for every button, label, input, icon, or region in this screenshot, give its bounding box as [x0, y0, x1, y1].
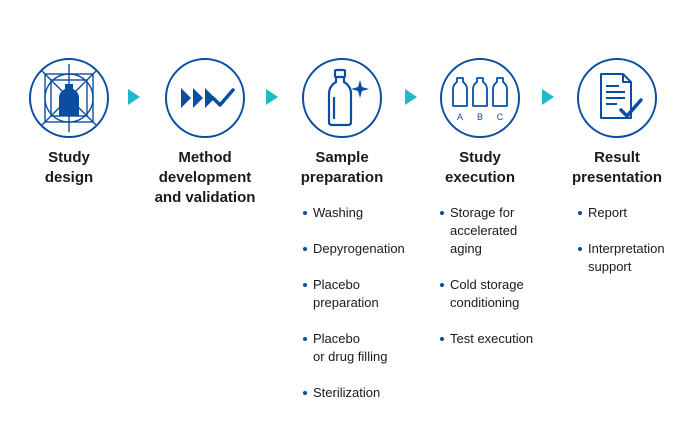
sparkling-bottle-icon — [302, 58, 382, 138]
list-item: Test execution — [439, 330, 533, 348]
flow-arrow — [128, 89, 140, 105]
list-item: Report — [577, 204, 665, 222]
bottle-blueprint-icon — [29, 58, 109, 138]
svg-text:A: A — [457, 112, 463, 122]
svg-text:B: B — [477, 112, 483, 122]
three-bottles-abc-icon: A B C — [440, 58, 520, 138]
list-item: Depyrogenation — [302, 240, 405, 258]
list-item: Sterilization — [302, 384, 405, 402]
fast-forward-check-icon — [165, 58, 245, 138]
svg-text:C: C — [497, 112, 504, 122]
flow-arrow — [266, 89, 278, 105]
list-item: Washing — [302, 204, 405, 222]
flow-arrow — [405, 89, 417, 105]
flow-arrow — [542, 89, 554, 105]
report-check-icon — [577, 58, 657, 138]
